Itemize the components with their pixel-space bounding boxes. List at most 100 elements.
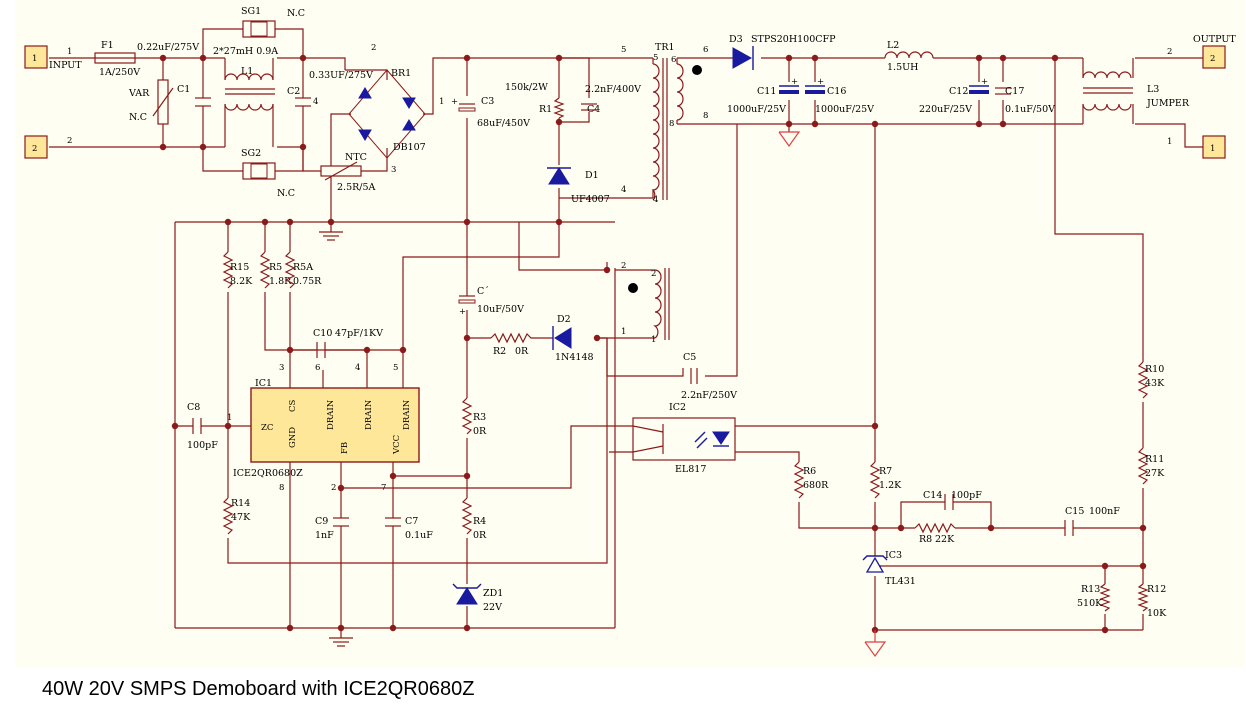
spark-gap-sg2: SG2 N.C xyxy=(241,148,295,199)
resistor-r13: R13 510K xyxy=(1077,583,1111,612)
svg-text:1: 1 xyxy=(651,335,656,345)
svg-text:R15: R15 xyxy=(230,262,249,273)
svg-text:N.C: N.C xyxy=(277,188,295,199)
resistor-r2: R2 0R xyxy=(490,332,533,357)
svg-text:ZC: ZC xyxy=(261,423,273,433)
svg-text:SG2: SG2 xyxy=(241,148,261,159)
ground-secondary-1 xyxy=(778,131,801,148)
capacitor-c2: C2 4 xyxy=(287,86,318,107)
svg-text:D2: D2 xyxy=(557,314,571,325)
ntc-thermistor: NTC 2.5R/5A xyxy=(320,152,376,193)
resistor-r4: R4 0R xyxy=(461,497,487,541)
resistor-r7: R7 1.2K xyxy=(869,461,902,499)
svg-text:2: 2 xyxy=(371,43,376,53)
net-out2: 2 xyxy=(1167,47,1172,57)
svg-text:6: 6 xyxy=(703,45,708,55)
svg-text:C15: C15 xyxy=(1065,506,1084,517)
svg-text:2.5R/5A: 2.5R/5A xyxy=(337,182,376,193)
svg-text:0.1uF/50V: 0.1uF/50V xyxy=(1005,104,1055,115)
ground-secondary-3 xyxy=(864,630,887,658)
svg-text:47pF/1KV: 47pF/1KV xyxy=(335,328,383,339)
spark-gap-sg1: SG1 N.C xyxy=(241,6,305,38)
svg-text:TL431: TL431 xyxy=(885,576,916,587)
capacitor-c8: C8 100pF xyxy=(187,402,218,451)
svg-text:R6: R6 xyxy=(803,466,816,477)
capacitor-c14: C14 100pF xyxy=(923,490,982,510)
svg-text:1: 1 xyxy=(439,97,444,107)
output-connector-1: 1 xyxy=(1202,135,1226,159)
svg-text:R3: R3 xyxy=(473,412,486,423)
svg-text:2: 2 xyxy=(331,483,336,493)
svg-text:R1: R1 xyxy=(539,104,552,115)
jin1-num: 1 xyxy=(32,54,37,64)
svg-text:C14: C14 xyxy=(923,490,942,501)
svg-text:22K: 22K xyxy=(935,534,955,545)
capacitor-c15: C15 100nF xyxy=(1064,506,1120,536)
svg-text:VAR: VAR xyxy=(128,88,150,99)
svg-text:3: 3 xyxy=(391,165,396,175)
svg-text:1: 1 xyxy=(227,413,232,423)
svg-text:F1: F1 xyxy=(101,40,114,51)
svg-text:DRAIN: DRAIN xyxy=(402,399,412,430)
svg-text:47K: 47K xyxy=(231,512,251,523)
ground-primary-hv xyxy=(319,222,343,241)
c2-value: 0.33UF/275V xyxy=(309,70,373,81)
caption: 40W 20V SMPS Demoboard with ICE2QR0680Z xyxy=(42,678,475,700)
svg-text:100pF: 100pF xyxy=(187,440,218,451)
svg-text:C9: C9 xyxy=(315,516,328,527)
svg-text:BR1: BR1 xyxy=(391,68,411,79)
capacitor-c9: C9 1nF xyxy=(315,516,349,541)
svg-text:2.2nF/400V: 2.2nF/400V xyxy=(585,84,641,95)
svg-text:C5: C5 xyxy=(683,352,696,363)
svg-text:+: + xyxy=(981,77,988,87)
svg-text:TR1: TR1 xyxy=(655,42,675,53)
capacitor-c5: C5 2.2nF/250V xyxy=(681,352,737,401)
svg-text:4: 4 xyxy=(621,185,626,195)
output-connector-2: 2 xyxy=(1202,45,1226,69)
svg-text:8: 8 xyxy=(279,483,284,493)
svg-text:5: 5 xyxy=(653,53,658,63)
bridge-rectifier-br1: BR1 DB107 2 1 3 xyxy=(348,43,444,175)
svg-text:10uF/50V: 10uF/50V xyxy=(477,304,524,315)
diode-d3: D3 STPS20H100CFP xyxy=(729,34,836,70)
svg-text:C8: C8 xyxy=(187,402,200,413)
input-connector-2: 2 xyxy=(24,135,48,159)
svg-text:SG1: SG1 xyxy=(241,6,261,17)
svg-text:+: + xyxy=(451,97,458,107)
svg-text:1nF: 1nF xyxy=(315,530,334,541)
svg-text:R11: R11 xyxy=(1145,454,1164,465)
svg-text:D3: D3 xyxy=(729,34,743,45)
svg-text:2: 2 xyxy=(621,261,626,271)
svg-text:27K: 27K xyxy=(1145,468,1165,479)
svg-text:0R: 0R xyxy=(473,530,487,541)
resistor-r8: R8 22K xyxy=(914,522,956,545)
svg-text:R7: R7 xyxy=(879,466,892,477)
svg-text:4: 4 xyxy=(653,195,658,205)
svg-text:R5: R5 xyxy=(269,262,282,273)
resistor-r3: R3 0R xyxy=(461,397,487,437)
svg-text:IC1: IC1 xyxy=(255,378,272,389)
svg-text:R10: R10 xyxy=(1145,364,1164,375)
svg-text:680R: 680R xyxy=(803,480,829,491)
diode-d2: D2 1N4148 xyxy=(552,314,594,363)
svg-text:ICE2QR0680Z: ICE2QR0680Z xyxy=(233,468,303,479)
capacitor-c10: C10 47pF/1KV xyxy=(313,328,383,358)
svg-text:C4: C4 xyxy=(587,104,600,115)
svg-text:10K: 10K xyxy=(1147,608,1167,619)
aux-winding: 2 2 1 1 xyxy=(621,261,670,345)
capacitor-c16: + C16 1000uF/25V xyxy=(805,77,874,115)
resistor-r15: R15 8.2K xyxy=(222,251,253,289)
svg-text:43K: 43K xyxy=(1145,378,1165,389)
capacitor-c4: C4 2.2nF/400V xyxy=(581,84,641,115)
common-mode-choke-l1: 2*27mH 0.9A L1 xyxy=(213,46,278,147)
svg-text:68uF/450V: 68uF/450V xyxy=(477,118,530,129)
resistor-r10: R10 43K xyxy=(1137,361,1165,399)
svg-text:D1: D1 xyxy=(585,170,599,181)
fuse-f1: F1 1A/250V xyxy=(94,40,140,78)
svg-text:1: 1 xyxy=(621,327,626,337)
svg-text:IC3: IC3 xyxy=(885,550,902,561)
output-label: OUTPUT xyxy=(1193,34,1236,45)
svg-text:FB: FB xyxy=(340,442,350,454)
svg-text:100pF: 100pF xyxy=(951,490,982,501)
resistor-r5: R5 1.8R xyxy=(259,251,292,289)
